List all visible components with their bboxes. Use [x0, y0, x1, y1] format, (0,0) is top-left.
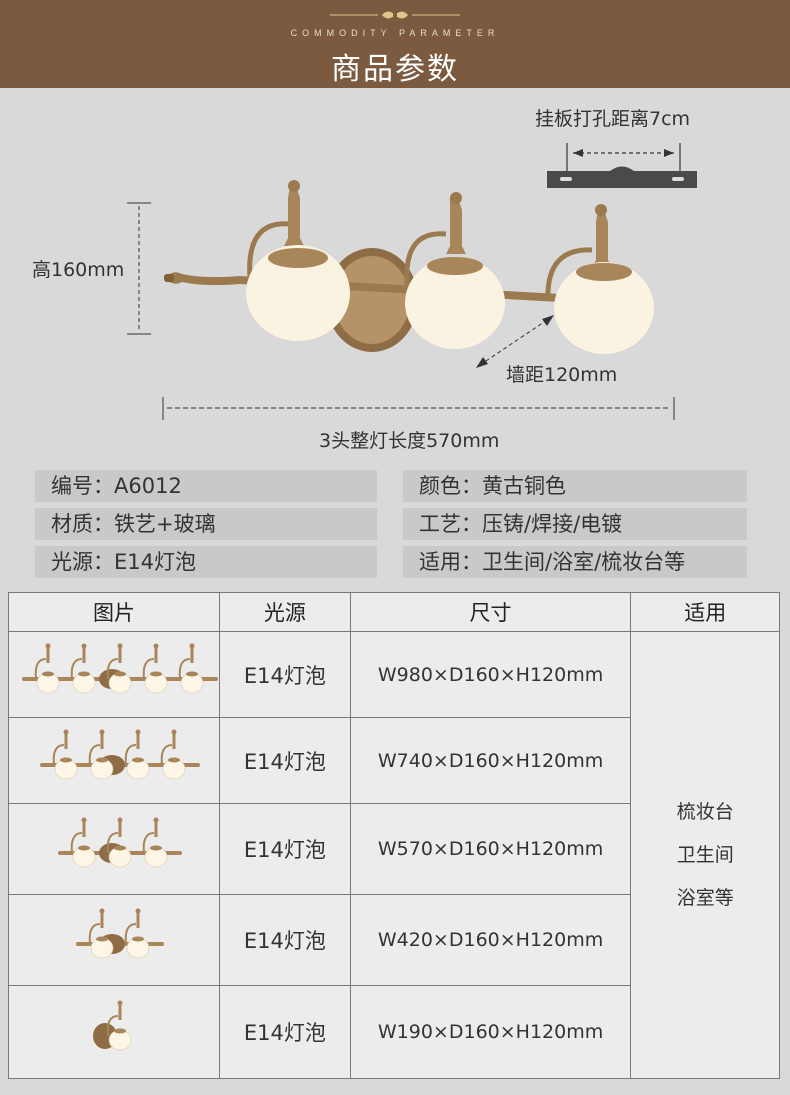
mounting-plate: [547, 143, 697, 188]
size-cell: W740×D160×H120mm: [349, 717, 632, 804]
header-subtitle: COMMODITY PARAMETER: [290, 28, 500, 38]
height-label: 高160mm: [32, 259, 125, 281]
product-thumbnail: [93, 1000, 132, 1051]
usage-item: 梳妆台: [676, 800, 734, 823]
light-source-cell: E14灯泡: [219, 894, 351, 986]
spec-material: 材质：铁艺+玻璃: [35, 508, 377, 540]
usage-cell: 梳妆台 卫生间 浴室等: [630, 631, 780, 1079]
ornament-icon: [330, 11, 460, 19]
total-length-label: 3头整灯长度570mm: [319, 430, 500, 452]
product-thumb-cell: [8, 803, 220, 895]
product-thumbnail: [22, 643, 218, 693]
spec-color: 颜色：黄古铜色: [403, 470, 747, 502]
height-dimension: [127, 202, 151, 335]
product-thumbnail: [58, 817, 182, 868]
page-title: 商品参数: [331, 52, 459, 87]
wall-distance-dimension: [476, 315, 554, 368]
hole-spacing-label: 挂板打孔距离7cm: [535, 108, 691, 130]
product-thumb-cell: [8, 717, 220, 804]
product-thumb-cell: [8, 985, 220, 1079]
spec-light-source: 光源：E14灯泡: [35, 546, 377, 578]
spec-process: 工艺：压铸/焊接/电镀: [403, 508, 747, 540]
wall-distance-label: 墙距120mm: [506, 364, 618, 386]
table-header-row: 图片 光源 尺寸 适用: [8, 592, 780, 632]
spec-model: 编号：A6012: [35, 470, 377, 502]
product-thumbnail: [76, 908, 164, 959]
header-usage: 适用: [630, 592, 780, 632]
table-row: E14灯泡 W190×D160×H120mm: [8, 985, 780, 1079]
light-source-cell: E14灯泡: [219, 717, 351, 804]
header-light-source: 光源: [219, 592, 351, 632]
size-cell: W570×D160×H120mm: [349, 803, 632, 895]
light-source-cell: E14灯泡: [219, 985, 351, 1079]
length-dimension: [162, 397, 675, 420]
usage-item: 浴室等: [676, 886, 734, 909]
product-thumb-cell: [8, 631, 220, 718]
table-row: E14灯泡 W570×D160×H120mm: [8, 803, 780, 895]
light-source-cell: E14灯泡: [219, 631, 351, 718]
size-cell: W420×D160×H120mm: [349, 894, 632, 986]
size-cell: W980×D160×H120mm: [349, 631, 632, 718]
usage-item: 卫生间: [676, 843, 734, 866]
table-row: E14灯泡 W980×D160×H120mm 梳妆台 卫生间 浴室等: [8, 631, 780, 1079]
page-header: COMMODITY PARAMETER 商品参数: [0, 0, 790, 88]
product-diagram: [127, 143, 697, 420]
product-thumbnail: [40, 729, 200, 779]
wall-lamp-illustration: [164, 180, 654, 354]
model-table: 图片 光源 尺寸 适用 E14灯泡 W980×D160×H120mm 梳妆台 卫…: [8, 592, 780, 1079]
spec-usage: 适用：卫生间/浴室/梳妆台等: [403, 546, 747, 578]
header-image: 图片: [8, 592, 220, 632]
table-row: E14灯泡 W740×D160×H120mm: [8, 717, 780, 804]
size-cell: W190×D160×H120mm: [349, 985, 632, 1079]
product-thumb-cell: [8, 894, 220, 986]
light-source-cell: E14灯泡: [219, 803, 351, 895]
header-size: 尺寸: [349, 592, 632, 632]
